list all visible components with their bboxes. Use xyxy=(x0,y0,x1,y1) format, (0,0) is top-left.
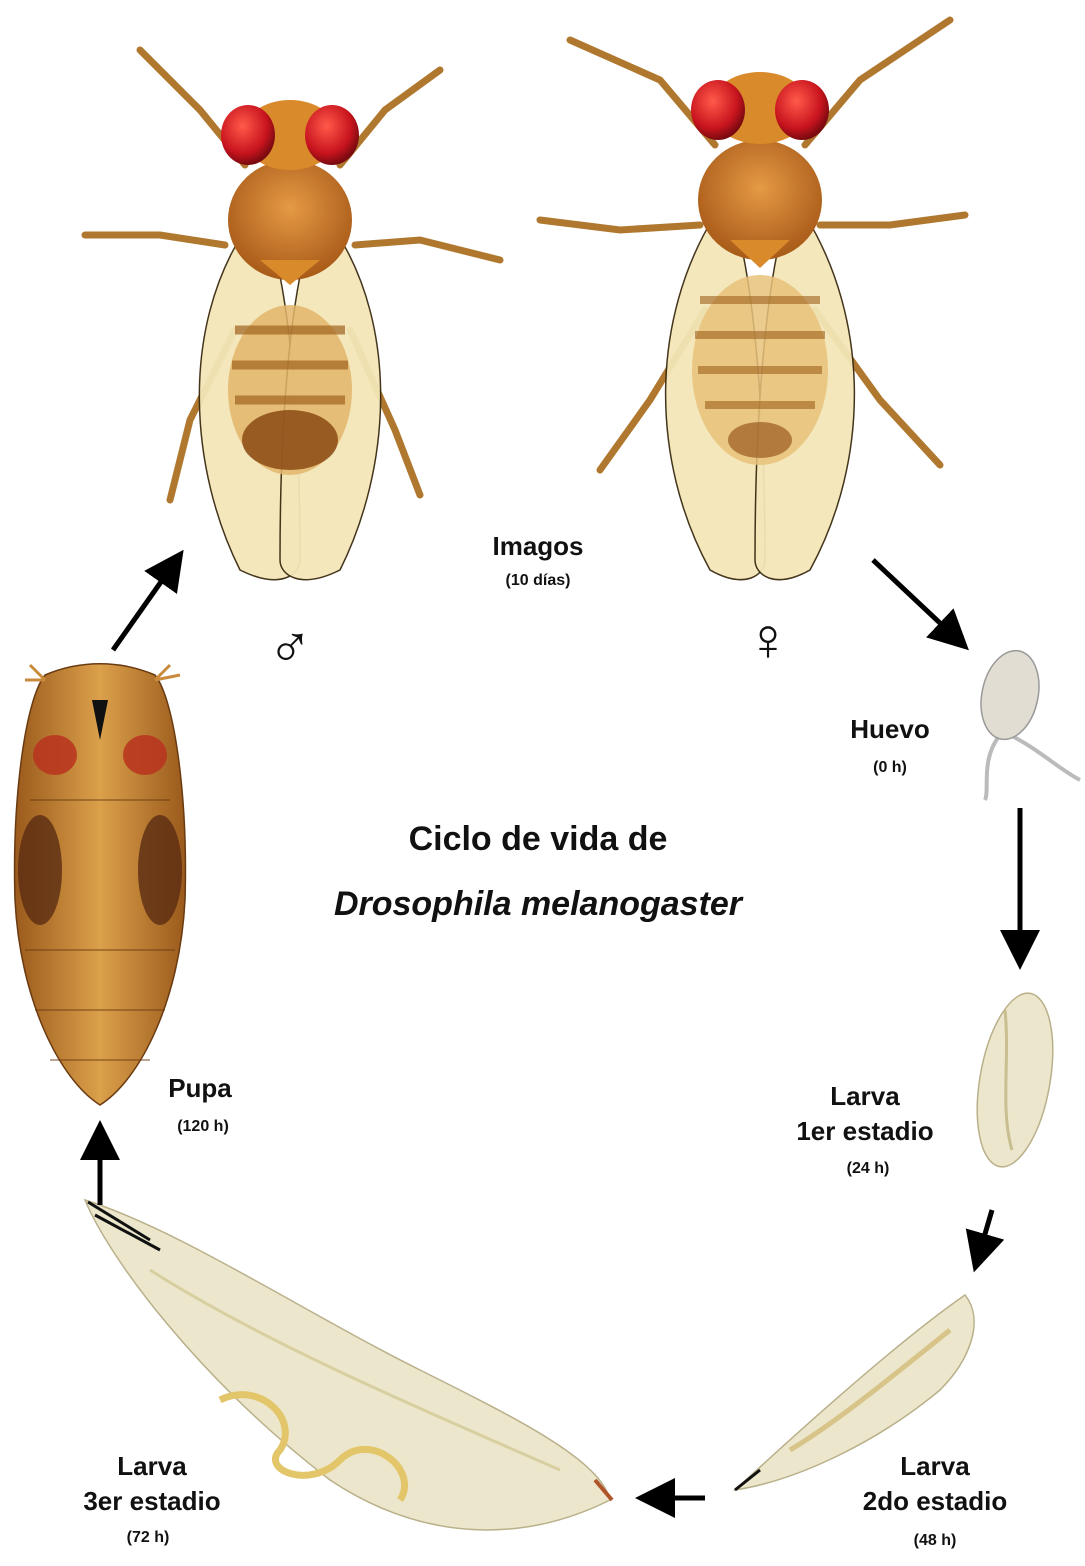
larva3-time: (72 h) xyxy=(127,1529,170,1546)
arrow-icon xyxy=(873,560,958,640)
larva1-time: (24 h) xyxy=(847,1160,890,1177)
pupa-label: Pupa xyxy=(168,1073,232,1103)
diagram-title-line1: Ciclo de vida de xyxy=(409,820,668,858)
fly-male-illustration xyxy=(85,50,500,580)
huevo-time: (0 h) xyxy=(873,759,907,776)
imagos-label: Imagos xyxy=(492,531,583,561)
diagram-title-line2: Drosophila melanogaster xyxy=(334,885,744,923)
male-symbol: ♂ xyxy=(268,611,313,678)
larva2-time: (48 h) xyxy=(914,1532,957,1549)
larva3-label: Larva xyxy=(117,1451,187,1481)
larva1-label: Larva xyxy=(830,1081,900,1111)
larva-1-illustration xyxy=(965,987,1064,1172)
fly-female-illustration xyxy=(540,20,965,580)
arrow-icon xyxy=(113,562,175,650)
imagos-time: (10 días) xyxy=(506,572,571,589)
larva2-stage: 2do estadio xyxy=(863,1486,1007,1516)
pupa-time: (120 h) xyxy=(177,1118,229,1135)
pupa-illustration xyxy=(15,664,186,1105)
larva1-stage: 1er estadio xyxy=(796,1116,933,1146)
huevo-label: Huevo xyxy=(850,714,929,744)
larva2-label: Larva xyxy=(900,1451,970,1481)
arrow-icon xyxy=(978,1210,992,1258)
egg-illustration xyxy=(973,645,1080,800)
female-symbol: ♀ xyxy=(746,606,791,673)
larva3-stage: 3er estadio xyxy=(83,1486,220,1516)
